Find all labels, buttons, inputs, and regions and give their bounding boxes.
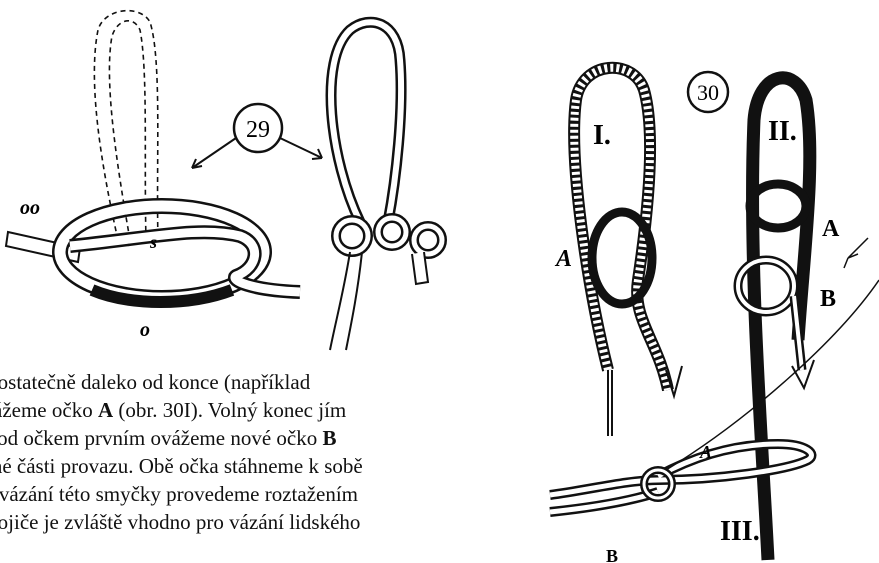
- figure-number-30: 30: [688, 72, 728, 112]
- label-oo: oo: [20, 197, 40, 219]
- body-text: . Dostatečně daleko od konce (například …: [0, 368, 492, 536]
- text-line-5: rozvázání této smyčky provedeme roztažen…: [0, 480, 492, 508]
- text-line-2: ovážeme očko A (obr. 30I). Volný konec j…: [0, 396, 492, 424]
- label-s: s: [149, 232, 157, 252]
- figure-29-knot-illustration: oo s o 29: [0, 0, 460, 360]
- label-B: B: [820, 286, 836, 312]
- text-line-3: a pod očkem prvním ovážeme nové očko B: [0, 424, 492, 452]
- label-I: I.: [593, 120, 611, 151]
- svg-text:30: 30: [697, 80, 719, 105]
- label-III: III.: [720, 516, 760, 547]
- label-B-small: B: [606, 546, 618, 563]
- text-line-4: evné části provazu. Obě očka stáhneme k …: [0, 452, 492, 480]
- text-line-1: . Dostatečně daleko od konce (například: [0, 368, 492, 396]
- svg-text:29: 29: [246, 117, 270, 143]
- knot-29-right: [330, 22, 442, 350]
- rope-III: [550, 444, 811, 512]
- oval-loop: [60, 206, 264, 302]
- label-A-right: A: [822, 216, 840, 242]
- label-A-left: A: [554, 246, 572, 272]
- label-o: o: [140, 319, 150, 341]
- label-II: II.: [768, 116, 797, 147]
- text-line-6: Dvojiče je zvláště vhodno pro vázání lid…: [0, 508, 492, 536]
- figure-number-29: 29: [234, 104, 282, 152]
- thin-line-III: [666, 238, 879, 470]
- figure-30-knot-illustration: I. II. III. A A B A B 30: [548, 40, 879, 563]
- label-A-small: A: [699, 442, 712, 462]
